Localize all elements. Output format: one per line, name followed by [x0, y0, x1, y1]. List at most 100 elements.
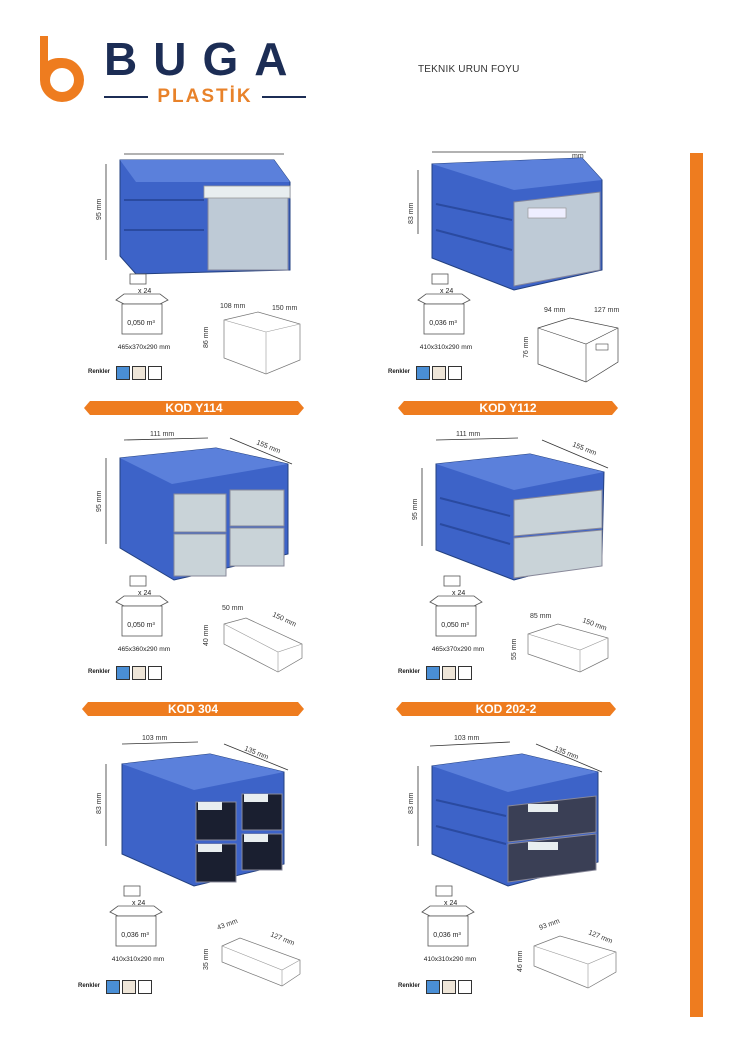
drawer-width-label: 85 mm: [530, 613, 552, 620]
depth-label: 155 mm: [571, 441, 597, 457]
height-label: 95 mm: [96, 198, 103, 220]
swatch-blue[interactable]: [416, 366, 430, 380]
pack-count: x 24: [138, 590, 152, 597]
pack-volume: 0,036 m³: [429, 320, 457, 327]
drawer-depth-label: 127 mm: [587, 929, 613, 945]
swatch-white[interactable]: [148, 666, 162, 680]
logo-line-left: [104, 96, 148, 98]
swatch-blue[interactable]: [426, 666, 440, 680]
pack-info: x 24 0,050 m³ 465x360x290 mm: [110, 572, 180, 653]
colors-label: Renkler: [78, 983, 101, 989]
swatch-white[interactable]: [448, 366, 462, 380]
drawer-width-label: 93 mm: [538, 918, 561, 932]
pack-size: 465x360x290 mm: [117, 646, 171, 653]
brand-logo: BUGA PLASTİK: [34, 30, 314, 110]
height-label: 95 mm: [412, 498, 419, 520]
product-image: mm 83 mm: [408, 151, 603, 291]
drawer-width-label: 108 mm: [220, 303, 245, 310]
color-options: Renkler: [78, 980, 168, 994]
product-code-304: KOD 304: [82, 702, 304, 716]
height-label: 83 mm: [408, 792, 415, 814]
drawer-depth-label: 150 mm: [271, 611, 297, 628]
swatch-blue[interactable]: [426, 980, 440, 994]
drawer-height-label: 46 mm: [517, 950, 524, 972]
brand-name: BUGA: [104, 33, 304, 85]
swatch-beige[interactable]: [442, 666, 456, 680]
document-title: TEKNIK URUN FOYU: [418, 64, 520, 75]
drawer-width-label: 43 mm: [216, 918, 239, 932]
drawer-height-label: 40 mm: [203, 624, 210, 646]
pack-size: 410x310x290 mm: [419, 344, 473, 351]
logo-line-right: [262, 96, 306, 98]
color-options: Renkler: [88, 366, 178, 380]
product-card-202-2: 111 mm 155 mm 95 mm x 24 0,050 m³ 465x37…: [396, 428, 696, 680]
product-code-y112: KOD Y112: [398, 401, 618, 415]
color-options: Renkler: [398, 980, 488, 994]
pack-size: 465x370x290 mm: [117, 344, 171, 351]
height-label: 83 mm: [96, 792, 103, 814]
carton-icon: [109, 885, 163, 947]
drawer-depth-label: 150 mm: [581, 617, 607, 632]
pack-volume: 0,050 m³: [441, 622, 469, 629]
drawer-diagram: 93 mm 127 mm 46 mm: [517, 918, 617, 989]
pack-volume: 0,036 m³: [121, 932, 149, 939]
drawer-width-label: 50 mm: [222, 605, 244, 612]
drawer-height-label: 55 mm: [511, 638, 518, 660]
swatch-beige[interactable]: [132, 366, 146, 380]
product-card-6: 103 mm 135 mm 83 mm x 24 0,036 m³ 410x31…: [396, 730, 696, 994]
swatch-white[interactable]: [458, 666, 472, 680]
carton-icon: [115, 575, 169, 637]
pack-count: x 24: [138, 288, 152, 295]
color-options: Renkler: [88, 666, 178, 680]
height-label: 83 mm: [408, 202, 415, 224]
product-image: 111 mm 155 mm 95 mm: [412, 431, 609, 581]
product-card-5: 103 mm 135 mm 83 mm x 24 0,036 m³ 410x31…: [78, 730, 384, 994]
swatch-beige[interactable]: [122, 980, 136, 994]
brand-subline: PLASTİK: [104, 86, 306, 107]
swatch-beige[interactable]: [432, 366, 446, 380]
drawer-height-label: 35 mm: [203, 948, 210, 970]
swatch-white[interactable]: [458, 980, 472, 994]
product-code-y114: KOD Y114: [84, 401, 304, 415]
drawer-diagram: 43 mm 127 mm 35 mm: [203, 918, 301, 987]
swatch-beige[interactable]: [442, 980, 456, 994]
swatch-blue[interactable]: [116, 666, 130, 680]
side-accent-bar: [690, 153, 703, 1017]
drawer-depth-label: 127 mm: [269, 931, 295, 947]
logo-b-icon: [40, 36, 84, 102]
pack-volume: 0,050 m³: [127, 320, 155, 327]
product-image: 111 mm 155 mm 95 mm: [96, 431, 293, 581]
product-card-304: 111 mm 155 mm 95 mm x 24 0,050 m³ 465x36…: [84, 428, 384, 680]
carton-icon: [421, 885, 475, 947]
top-dim-label: mm: [572, 153, 584, 160]
product-code-202-2: KOD 202-2: [396, 702, 616, 716]
pack-volume: 0,050 m³: [127, 622, 155, 629]
depth-label: 135 mm: [243, 745, 269, 761]
pack-size: 410x310x290 mm: [423, 956, 477, 963]
product-card-y112: mm 83 mm x 24 0,036 m³ 410x310x290 mm 94…: [388, 150, 696, 390]
pack-info: x 24 0,036 m³ 410x310x290 mm: [104, 882, 174, 963]
color-options: Renkler: [398, 666, 488, 680]
pack-info: x 24 0,050 m³ 465x370x290 mm: [424, 572, 494, 653]
drawer-width-label: 94 mm: [544, 307, 566, 314]
swatch-white[interactable]: [148, 366, 162, 380]
product-card-y114: 95 mm x 24 0,050 m³ 465x370x290 mm 108 m…: [84, 150, 384, 390]
product-image: 103 mm 135 mm 83 mm: [96, 735, 289, 887]
pack-size: 465x370x290 mm: [431, 646, 485, 653]
carton-icon: [429, 575, 483, 637]
pack-count: x 24: [132, 900, 146, 907]
swatch-beige[interactable]: [132, 666, 146, 680]
swatch-blue[interactable]: [106, 980, 120, 994]
pack-count: x 24: [440, 288, 454, 295]
pack-size: 410x310x290 mm: [111, 956, 165, 963]
swatch-white[interactable]: [138, 980, 152, 994]
colors-label: Renkler: [398, 983, 421, 989]
pack-info: x 24 0,036 m³ 410x310x290 mm: [416, 882, 486, 963]
colors-label: Renkler: [88, 369, 111, 375]
colors-label: Renkler: [88, 669, 111, 675]
depth-label: 135 mm: [553, 745, 579, 761]
swatch-blue[interactable]: [116, 366, 130, 380]
width-label: 111 mm: [150, 431, 174, 438]
carton-icon: [115, 273, 169, 335]
pack-volume: 0,036 m³: [433, 932, 461, 939]
